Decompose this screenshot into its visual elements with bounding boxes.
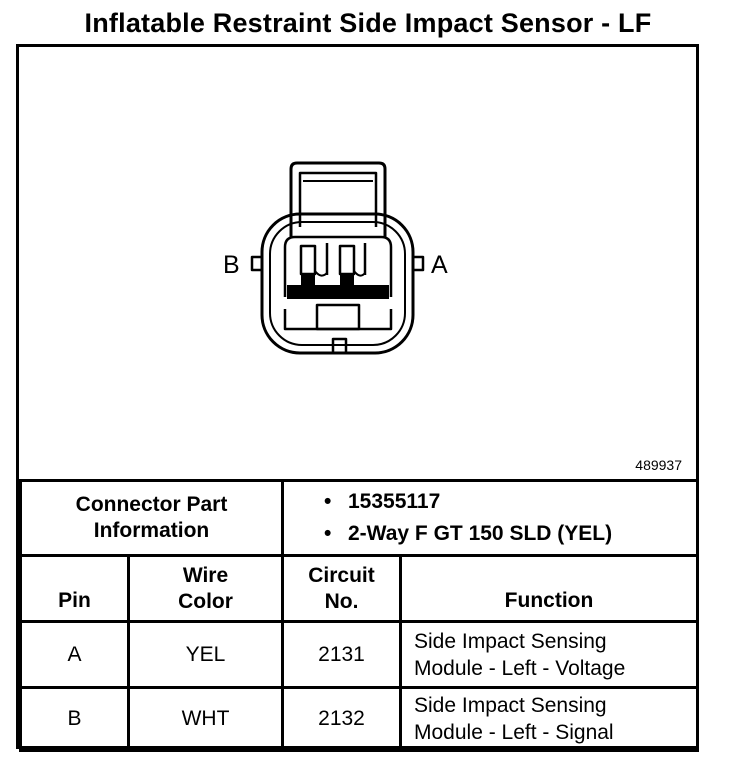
header-function: Function <box>398 554 700 623</box>
connector-latch-outer <box>289 161 387 237</box>
pin-a-tab <box>411 255 425 272</box>
row-a-function: Side Impact Sensing Module - Left - Volt… <box>398 620 700 689</box>
connector-part-label-line1: Connector Part <box>75 493 228 516</box>
connector-frame: B A 489937 Connector Part Information • 1… <box>16 44 700 752</box>
row-b-function-line2: Module - Left - Signal <box>414 721 614 744</box>
connector-type: 2-Way F GT 150 SLD (YEL) <box>348 522 613 545</box>
pin-b-label: B <box>223 251 240 279</box>
bullet-icon: • <box>324 522 332 545</box>
header-wire-line1: Wire <box>182 563 229 587</box>
bullet-icon: • <box>324 490 332 513</box>
retainer-bar <box>287 285 389 299</box>
connector-part-label: Connector Part Information <box>19 479 284 557</box>
connector-info-table: Connector Part Information • 15355117 • 2-… <box>19 479 700 752</box>
terminal-a <box>338 244 356 276</box>
connector-drawing: B A <box>223 161 448 355</box>
row-b-wire-color: WHT <box>127 686 284 752</box>
part-number-item: • 15355117 <box>324 486 696 518</box>
figure-id: 489937 <box>635 457 682 473</box>
row-a-function-line1: Side Impact Sensing <box>414 629 607 653</box>
row-a-function-line2: Module - Left - Voltage <box>414 656 626 680</box>
row-a-pin: A <box>19 620 130 689</box>
connector-part-values: • 15355117 • 2-Way F GT 150 SLD (YEL) <box>280 479 700 557</box>
header-circuit: Circuit No. <box>281 554 402 623</box>
connector-body-inner <box>269 221 406 346</box>
row-a-circuit: 2131 <box>281 620 402 689</box>
header-circuit-line1: Circuit <box>308 563 375 587</box>
connector-part-label-line2: Information <box>93 519 210 542</box>
row-b-circuit: 2132 <box>281 686 402 752</box>
header-wire-line2: Color <box>178 589 233 613</box>
header-pin-text: Pin <box>58 589 91 612</box>
pin-a-label: A <box>431 251 448 279</box>
header-wire-color: Wire Color <box>127 554 284 623</box>
header-pin: Pin <box>19 554 130 623</box>
row-a-wire-color: YEL <box>127 620 284 689</box>
terminal-retainer <box>315 303 361 331</box>
pin-b-tab <box>250 255 264 272</box>
terminal-cavity <box>283 235 393 297</box>
table-row: A YEL 2131 Side Impact Sensing Module - … <box>19 620 700 689</box>
header-function-text: Function <box>504 589 594 612</box>
connector-part-row: Connector Part Information • 15355117 • 2-… <box>19 479 700 557</box>
table-header-row: Pin Wire Color Circuit No. Function <box>19 554 700 623</box>
connector-type-item: • 2-Way F GT 150 SLD (YEL) <box>324 518 696 550</box>
table-row: B WHT 2132 Side Impact Sensing Module - … <box>19 686 700 752</box>
page-title: Inflatable Restraint Side Impact Sensor … <box>84 8 652 38</box>
connector-latch-inner <box>298 171 378 227</box>
row-b-pin: B <box>19 686 130 752</box>
row-b-function: Side Impact Sensing Module - Left - Sign… <box>398 686 700 752</box>
part-number: 15355117 <box>348 490 441 513</box>
connector-diagram: B A 489937 <box>19 47 696 479</box>
connector-bottom-key <box>331 337 348 355</box>
terminal-b <box>299 244 317 276</box>
row-b-function-line1: Side Impact Sensing <box>414 694 607 717</box>
header-circuit-line2: No. <box>324 589 359 613</box>
